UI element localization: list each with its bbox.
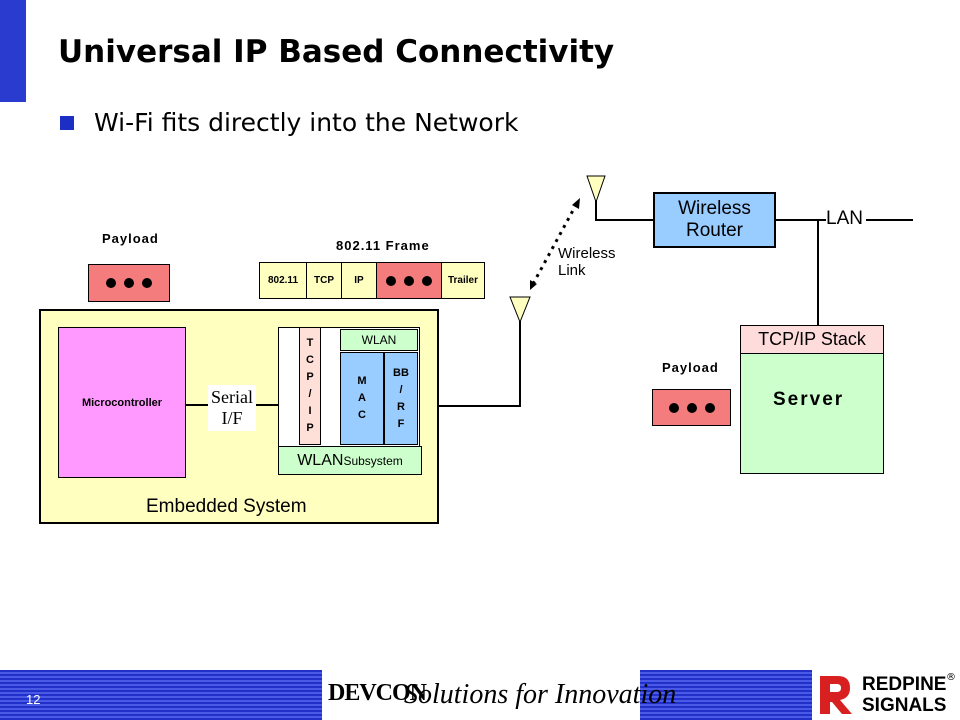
serial-if-box: Serial I/F xyxy=(208,385,256,431)
bullet-square-icon xyxy=(60,116,74,130)
page-number: 12 xyxy=(26,692,41,707)
devcon-logo: DEVCON xyxy=(328,680,427,706)
if-label: I/F xyxy=(221,408,243,428)
bullet-text: Wi-Fi fits directly into the Network xyxy=(94,108,519,137)
bbrf-box: BB / R F xyxy=(384,352,418,445)
frame-field-ip: IP xyxy=(342,263,377,298)
wlan-subsystem-a: WLAN xyxy=(297,451,344,469)
frame-field-tcp: TCP xyxy=(307,263,342,298)
frame-field-trailer: Trailer xyxy=(442,263,484,298)
title-accent-bar xyxy=(0,0,26,102)
frame-payload xyxy=(377,263,442,298)
left-payload-label: Payload xyxy=(102,231,159,246)
frame-field-80211: 802.11 xyxy=(260,263,307,298)
serial-line-left xyxy=(186,404,208,406)
router-line1: Wireless xyxy=(678,198,751,219)
redpine-logo-icon xyxy=(820,676,852,714)
wlan-subsystem-b: Subsystem xyxy=(343,453,403,468)
microcontroller-box: Microcontroller xyxy=(58,327,186,478)
tcpip-stack-label: TCP/IP Stack xyxy=(758,329,866,349)
serial-label: Serial xyxy=(211,387,253,407)
wlan-header-label: WLAN xyxy=(361,333,397,347)
mac-box: M A C xyxy=(340,352,384,445)
payload-dots-icon xyxy=(106,278,152,288)
server-label: Server xyxy=(773,389,845,410)
slide-title: Universal IP Based Connectivity xyxy=(58,34,615,70)
bbrf-letters: BB / R F xyxy=(393,366,409,430)
mac-letters: M A C xyxy=(357,375,367,421)
embedded-system-label: Embedded System xyxy=(146,496,307,517)
footer-tagline: Solutions for Innovation xyxy=(404,679,677,710)
microcontroller-label: Microcontroller xyxy=(81,396,163,409)
footer-brand-area xyxy=(322,670,640,720)
right-payload-label: Payload xyxy=(662,360,719,375)
right-payload-box xyxy=(652,389,731,426)
left-payload-box xyxy=(88,264,170,302)
router-line2: Router xyxy=(685,220,744,241)
wireless-link-line2: Link xyxy=(558,262,586,279)
tcpip-letters: T C P / I P xyxy=(306,337,314,434)
wlan-header-box: WLAN xyxy=(340,329,418,351)
wireless-link-line1: Wireless xyxy=(558,245,616,262)
company-line1: REDPINE xyxy=(862,674,947,695)
wlan-subsystem-box: WLAN Subsystem xyxy=(278,446,422,475)
tcpip-column: T C P / I P xyxy=(299,327,321,445)
registered-mark: ® xyxy=(946,672,956,683)
wireless-router-box: Wireless Router xyxy=(653,192,776,248)
lan-label: LAN xyxy=(826,208,863,229)
frame-label: 802.11 Frame xyxy=(336,238,430,253)
payload-dots-icon xyxy=(386,275,432,286)
redpine-wordmark: REDPINE SIGNALS xyxy=(862,674,946,716)
tcpip-stack-box: TCP/IP Stack xyxy=(740,325,884,354)
payload-dots-icon xyxy=(668,402,715,413)
frame-row: 802.11 TCP IP Trailer xyxy=(259,262,485,299)
wireless-link-label: Wireless Link xyxy=(558,245,616,279)
company-line2: SIGNALS xyxy=(862,695,947,716)
serial-line-right xyxy=(255,404,299,406)
